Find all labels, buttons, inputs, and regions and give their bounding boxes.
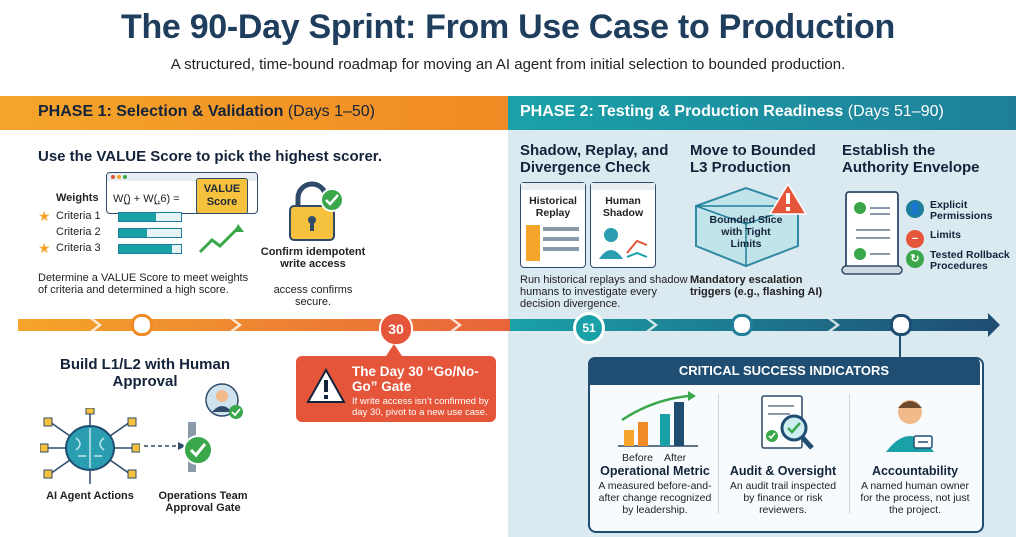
criteria-bar xyxy=(118,228,182,238)
value-score-heading: Use the VALUE Score to pick the highest … xyxy=(38,148,382,165)
phase1-label: PHASE 1: Selection & Validation xyxy=(38,103,284,120)
timeline-marker-start xyxy=(131,314,153,336)
lock-icon xyxy=(289,181,344,241)
authority-heading: Establish the Authority Envelope xyxy=(842,142,980,176)
document-scroll-icon xyxy=(841,191,903,275)
value-score-description: Determine a VALUE Score to meet weights … xyxy=(38,272,249,296)
criteria-bar-fill xyxy=(119,245,172,253)
day-51-marker: 51 xyxy=(573,312,605,344)
timeline-marker-authority xyxy=(890,314,912,336)
phase1-days: (Days 1–50) xyxy=(287,103,375,120)
historical-replay-panel: Historical Replay xyxy=(520,182,586,268)
rollback-icon: ↻ xyxy=(906,250,924,268)
before-label: Before xyxy=(622,452,653,464)
bounded-description: Mandatory escalation triggers (e.g., fla… xyxy=(690,274,823,298)
csi-item-title: Operational Metric xyxy=(600,464,710,478)
csi-item-title: Accountability xyxy=(871,464,959,478)
phase1-banner xyxy=(0,96,508,130)
csi-divider-1 xyxy=(718,394,719,514)
lock-title: Confirm idempotent write access xyxy=(260,246,366,270)
csi-item-title: Audit & Oversight xyxy=(729,464,837,478)
before-after-chart-icon xyxy=(618,391,698,447)
permissions-icon: 👤 xyxy=(906,200,924,218)
authority-item-label: Explicit Permissions xyxy=(930,199,993,222)
criteria-label: Criteria 2 xyxy=(56,226,101,238)
csi-item-description: A measured before-and-after change recog… xyxy=(598,480,712,516)
after-label: After xyxy=(664,452,687,464)
star-icon: ★ xyxy=(38,240,51,256)
phase2-banner xyxy=(508,96,1016,130)
shadow-description: Run historical replays and shadow humans… xyxy=(520,274,688,310)
csi-item-description: An audit trail inspected by finance or r… xyxy=(729,480,837,516)
build-heading: Build L1/L2 with Human Approval xyxy=(60,356,231,390)
phase1-title: PHASE 1: Selection & Validation (Days 1–… xyxy=(38,103,375,121)
page-title: The 90-Day Sprint: From Use Case to Prod… xyxy=(121,8,895,46)
value-formula: W(̲) + W(̲,6) = xyxy=(113,193,180,205)
lock-description: access confirms secure. xyxy=(273,284,353,308)
csi-title: CRITICAL SUCCESS INDICATORS xyxy=(588,357,980,385)
criteria-bar xyxy=(118,212,182,222)
shadow-heading: Shadow, Replay, and Divergence Check xyxy=(520,142,669,176)
person-badge-icon xyxy=(886,400,934,452)
warning-icon xyxy=(306,368,346,403)
page-subtitle: A structured, time-bound roadmap for mov… xyxy=(170,56,846,73)
csi-item-description: A named human owner for the process, not… xyxy=(860,480,970,516)
star-icon: ★ xyxy=(38,208,51,224)
go-no-go-gate: The Day 30 “Go/No-Go” Gate If write acce… xyxy=(296,356,496,422)
phase2-label: PHASE 2: Testing & Production Readiness xyxy=(520,103,844,120)
trend-up-icon xyxy=(198,224,244,254)
weights-label: Weights xyxy=(56,192,99,204)
bounded-heading: Move to Bounded L3 Production xyxy=(690,142,816,176)
human-shadow-panel: Human Shadow xyxy=(590,182,656,268)
gate-title: The Day 30 “Go/No-Go” Gate xyxy=(352,364,479,394)
phase2-title: PHASE 2: Testing & Production Readiness … xyxy=(520,103,944,121)
day-30-marker: 30 xyxy=(379,312,413,346)
authority-item-label: Limits xyxy=(930,229,961,241)
value-score-illustration: Weights W(̲) + W(̲,6) = VALUE Score ★ Cri… xyxy=(38,172,258,272)
criteria-label: Criteria 1 xyxy=(56,210,101,222)
criteria-label: Criteria 3 xyxy=(56,242,101,254)
bounded-slice-label: Bounded Slice with Tight Limits xyxy=(709,214,783,250)
gate-description: If write access isn’t confirmed by day 3… xyxy=(352,396,489,418)
criteria-bar xyxy=(118,244,182,254)
phase2-days: (Days 51–90) xyxy=(847,103,944,120)
criteria-bar-fill xyxy=(119,229,147,237)
csi-connector xyxy=(899,334,901,358)
person-divergence-icon xyxy=(599,228,648,259)
ai-agent-label: AI Agent Actions xyxy=(46,490,134,502)
csi-divider-2 xyxy=(849,394,850,514)
human-shadow-label: Human Shadow xyxy=(602,195,644,219)
ops-approval-label: Operations Team Approval Gate xyxy=(158,490,248,514)
audit-magnifier-icon xyxy=(761,395,814,450)
timeline-marker-l3 xyxy=(731,314,753,336)
approval-gate-icon xyxy=(144,383,243,472)
ai-brain-icon xyxy=(40,408,140,484)
authority-item-label: Tested Rollback Procedures xyxy=(930,249,1010,272)
bounded-cube-icon xyxy=(695,182,808,268)
value-score-badge: VALUE Score xyxy=(196,178,248,214)
gate-pointer xyxy=(386,344,402,356)
criteria-bar-fill xyxy=(119,213,157,221)
limits-icon: − xyxy=(906,230,924,248)
historical-replay-label: Historical Replay xyxy=(529,195,577,219)
